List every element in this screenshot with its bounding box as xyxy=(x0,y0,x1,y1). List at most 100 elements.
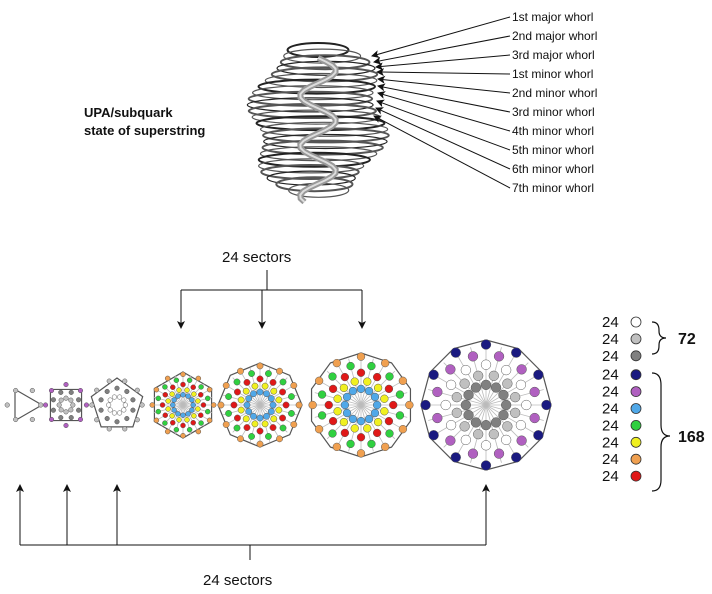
yellow-point xyxy=(195,398,201,404)
dark-grey-point xyxy=(104,388,110,395)
sector-spoke xyxy=(167,404,184,432)
white-point xyxy=(480,440,492,451)
orange-point xyxy=(314,376,324,385)
orange-point xyxy=(356,449,366,458)
legend-row: 24 xyxy=(602,384,642,401)
white-point xyxy=(122,402,128,408)
red-point xyxy=(234,414,241,422)
magenta-point xyxy=(42,402,49,408)
sky-point xyxy=(250,390,257,398)
green-point xyxy=(162,420,168,426)
magenta-point xyxy=(445,364,456,375)
green-point xyxy=(198,384,204,390)
dark-grey-point xyxy=(104,415,110,422)
green-point xyxy=(198,420,204,426)
light-grey-point xyxy=(122,426,128,432)
dark-grey-point xyxy=(68,389,74,395)
whorl-coil xyxy=(246,97,374,113)
light-grey-point xyxy=(451,407,462,418)
white-point xyxy=(111,394,117,400)
yellow-point xyxy=(363,424,372,433)
dark-grey-point xyxy=(470,382,482,393)
yellow-point xyxy=(275,396,283,404)
sky-point xyxy=(348,386,358,396)
green-point xyxy=(265,433,272,440)
orange-point xyxy=(206,417,213,424)
light-grey-point xyxy=(58,407,64,413)
sky-point xyxy=(185,393,191,399)
red-point xyxy=(269,424,277,431)
magenta-point xyxy=(529,386,540,398)
yellow-swatch xyxy=(630,436,642,448)
sector-spoke xyxy=(182,404,199,432)
orange-point xyxy=(153,386,160,393)
red-point xyxy=(159,402,166,408)
sky-point xyxy=(180,412,186,418)
whorl-arrow xyxy=(377,75,511,94)
light-grey-point xyxy=(68,407,74,413)
dark-grey-point xyxy=(490,382,502,393)
sector-spoke xyxy=(240,371,261,406)
red-point xyxy=(279,414,286,422)
green-point xyxy=(328,372,337,381)
bottom-sector-bracket: 24 sectors xyxy=(16,484,490,589)
white-point xyxy=(121,397,127,403)
red-point xyxy=(356,368,366,377)
light-grey-point xyxy=(134,417,140,423)
white-point xyxy=(501,364,512,376)
magenta-point xyxy=(493,351,505,362)
whorl-arrow xyxy=(371,16,511,58)
navy-point xyxy=(533,369,544,380)
light-grey-point xyxy=(63,395,69,401)
red-point xyxy=(234,388,241,396)
dark-grey-point xyxy=(58,389,64,395)
white-point xyxy=(445,420,457,431)
orange-point xyxy=(290,421,298,428)
navy-point xyxy=(480,339,492,350)
sector-spoke xyxy=(167,378,184,406)
light-grey-point xyxy=(502,421,513,432)
white-point xyxy=(111,410,117,416)
dark-grey-point xyxy=(124,415,130,422)
whorl-label: 4th minor whorl xyxy=(512,124,594,138)
red-point xyxy=(279,388,286,396)
orange-point xyxy=(381,358,390,368)
sky-point xyxy=(180,392,186,398)
magenta-swatch xyxy=(630,386,642,398)
sector-spoke xyxy=(360,380,403,406)
red-point xyxy=(384,384,394,394)
red-point xyxy=(170,419,176,426)
red-point xyxy=(340,428,350,438)
legend-row: 24 xyxy=(602,401,642,418)
group-brace-168 xyxy=(651,372,671,492)
light-grey-point xyxy=(139,402,145,408)
magenta-point xyxy=(63,422,69,429)
light-grey-point xyxy=(70,402,76,408)
navy-point xyxy=(450,347,461,358)
red-point xyxy=(200,402,207,408)
legend-row: 24 xyxy=(602,434,642,451)
sector-spoke xyxy=(360,363,386,406)
red-swatch xyxy=(630,470,642,482)
sector-spoke xyxy=(360,404,386,447)
yellow-point xyxy=(350,377,359,386)
red-point xyxy=(162,412,169,418)
green-point xyxy=(288,393,295,400)
orange-point xyxy=(276,435,283,443)
dark-grey-point xyxy=(114,385,120,391)
green-point xyxy=(248,433,255,440)
dark-grey-point xyxy=(498,409,509,421)
green-point xyxy=(173,377,180,384)
light-grey-point xyxy=(473,429,484,440)
polygon-10-sided xyxy=(308,352,414,458)
yellow-point xyxy=(350,424,359,433)
sector-spoke xyxy=(336,404,362,447)
bottom-bracket-label: 24 sectors xyxy=(203,572,272,589)
sector-spoke xyxy=(360,404,403,430)
green-point xyxy=(173,426,180,433)
orange-point xyxy=(210,402,217,408)
sky-point xyxy=(190,402,196,408)
whorl-label: 6th minor whorl xyxy=(512,162,594,176)
magenta-point xyxy=(445,435,456,446)
whorl-arrows xyxy=(371,16,511,189)
